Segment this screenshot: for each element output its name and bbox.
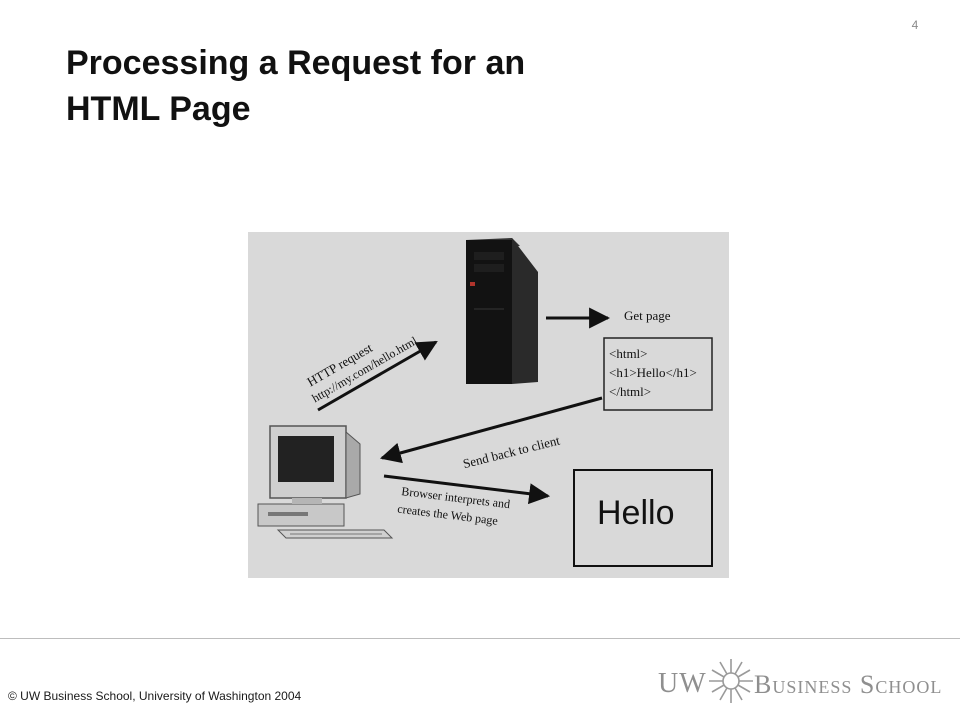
page-number: 4	[911, 18, 919, 32]
slide-title-line1: Processing a Request for an	[66, 44, 526, 82]
http-request-arrow	[317, 340, 438, 412]
uw-business-school-logo: UW Business School	[658, 656, 948, 708]
get-page-label: Get page	[624, 308, 671, 323]
rendered-hello-text: Hello	[597, 494, 674, 532]
slide-title: Processing a Request for an HTML Page	[66, 40, 766, 132]
html-code-line3: </html>	[609, 384, 651, 399]
send-back-arrow	[379, 396, 603, 464]
request-diagram-svg: HTTP request http://my.com/hello.html Ge…	[257, 238, 713, 567]
send-back-label: Send back to client	[461, 432, 561, 471]
client-computer-icon	[257, 425, 394, 539]
footer-divider	[0, 638, 960, 639]
slide-title-line2: HTML Page	[66, 90, 251, 128]
copyright-text: © UW Business School, University of Wash…	[8, 689, 302, 703]
html-code-line2: <h1>Hello</h1>	[609, 365, 697, 380]
rendered-page-box	[573, 469, 713, 567]
request-diagram: HTTP request http://my.com/hello.html Ge…	[248, 232, 729, 578]
html-code-box	[603, 337, 713, 411]
server-icon	[466, 238, 538, 384]
html-code-line1: <html>	[609, 346, 648, 361]
logo-uw-text: UW	[658, 668, 707, 699]
logo-seal-icon	[709, 659, 753, 703]
logo-business-school-text: Business School	[754, 670, 943, 699]
browser-arrow	[383, 474, 551, 505]
